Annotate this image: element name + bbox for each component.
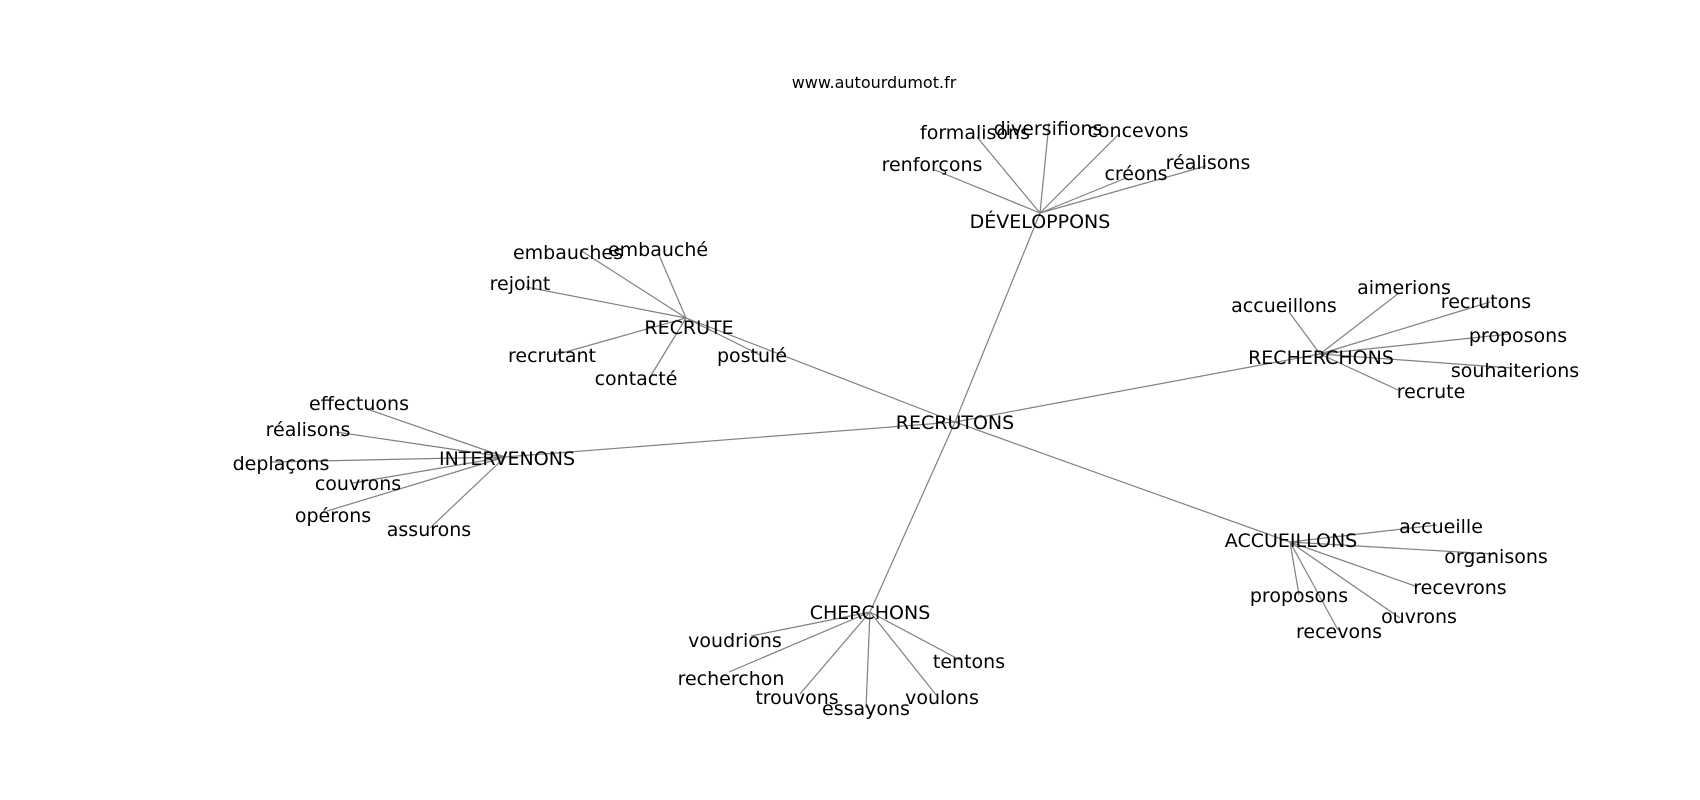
edge-recherchons-souhaiterions <box>1319 353 1513 369</box>
center-node-label: RECRUTONS <box>896 412 1014 434</box>
hub-node-label-recherchons: RECHERCHONS <box>1248 347 1394 369</box>
edge-cherchons-tentons <box>869 611 961 661</box>
edge-recherchons-aimerions <box>1319 292 1400 355</box>
edge-accueillons-recevrons <box>1289 541 1416 587</box>
leaf-node-label-recrute-contacte: contacté <box>595 368 678 390</box>
edge-accueillons-accueille <box>1289 524 1438 543</box>
leaf-node-label-recrute-recrutant: recrutant <box>508 345 596 367</box>
leaf-node-label-developpons-concevons: concevons <box>1087 120 1188 142</box>
edge-center-cherchons <box>869 421 956 613</box>
leaf-node-label-accueillons-ouvrons: ouvrons <box>1381 606 1457 628</box>
edge-recherchons-recrute <box>1319 353 1399 391</box>
edge-developpons-renforcons <box>934 169 1041 214</box>
hub-node-label-accueillons: ACCUEILLONS <box>1225 530 1357 552</box>
leaf-node-label-cherchons-recherchon: recherchon <box>678 668 785 690</box>
leaf-node-label-recherchons-aimerions: aimerions <box>1357 277 1451 299</box>
edge-center-accueillons <box>954 421 1291 543</box>
leaf-node-label-developpons-formalisons: formalisons <box>920 122 1030 144</box>
leaf-node-label-developpons-diversifions: diversifions <box>994 118 1103 140</box>
edge-intervenons-assurons <box>429 456 506 529</box>
edge-center-developpons <box>954 212 1041 423</box>
edge-developpons-formalisons <box>976 136 1041 214</box>
leaf-node-label-developpons-creons: créons <box>1104 163 1167 185</box>
leaf-node-label-recherchons-recrute: recrute <box>1397 381 1466 403</box>
leaf-node-label-intervenons-assurons: assurons <box>387 519 471 541</box>
edge-cherchons-voulons <box>869 611 938 697</box>
watermark: www.autourdumot.fr <box>792 73 957 92</box>
leaf-node-label-intervenons-couvrons: couvrons <box>315 473 401 495</box>
edge-recherchons-accueillons <box>1288 311 1321 355</box>
leaf-node-label-cherchons-voudrions: voudrions <box>688 630 782 652</box>
leaf-node-label-recrute-postule: postulé <box>717 345 787 367</box>
leaf-node-label-recherchons-souhaiterions: souhaiterions <box>1451 360 1579 382</box>
graph-edges <box>271 122 1513 709</box>
leaf-node-label-accueillons-recevons: recevons <box>1296 621 1382 643</box>
hub-node-label-developpons: DÉVELOPPONS <box>970 210 1111 233</box>
leaf-node-label-developpons-renforcons: renforçons <box>882 154 983 176</box>
graph-labels: RECRUTONS DÉVELOPPONS formalisonsdiversifi… <box>233 118 1580 720</box>
leaf-node-label-recrute-rejoint: rejoint <box>490 273 551 295</box>
edge-developpons-concevons <box>1039 132 1121 214</box>
edge-cherchons-voudrions <box>750 611 871 637</box>
edge-accueillons-recevons <box>1289 541 1339 631</box>
leaf-node-label-recherchons-proposons: proposons <box>1469 325 1567 347</box>
leaf-node-label-accueillons-proposons: proposons <box>1250 585 1348 607</box>
edge-recrute-embauche <box>658 254 687 319</box>
edge-developpons-diversifions <box>1039 122 1050 214</box>
edge-developpons-creons <box>1039 177 1127 214</box>
edge-recrute-postule <box>685 317 761 356</box>
edge-center-recrute <box>685 317 956 423</box>
edge-intervenons-couvrons <box>352 456 506 484</box>
edge-developpons-realisons <box>1039 165 1207 214</box>
edge-accueillons-proposons <box>1289 541 1300 596</box>
edge-cherchons-trouvons <box>799 611 871 695</box>
edge-intervenons-deplacons <box>271 456 506 463</box>
edge-intervenons-operons <box>326 456 506 512</box>
leaf-node-label-recherchons-recrutons: recrutons <box>1441 291 1531 313</box>
leaf-node-label-recrute-embauches: embauches <box>513 242 623 264</box>
edge-intervenons-effectuons <box>369 409 506 458</box>
edge-recrute-rejoint <box>525 286 687 319</box>
leaf-node-label-intervenons-effectuons: effectuons <box>309 393 409 415</box>
leaf-node-label-cherchons-trouvons: trouvons <box>755 687 838 709</box>
edge-recrute-contacte <box>649 317 687 378</box>
leaf-node-label-intervenons-realisons: réalisons <box>266 419 351 441</box>
hub-node-label-recrute: RECRUTE <box>644 317 733 339</box>
edge-recherchons-recrutons <box>1319 301 1491 355</box>
leaf-node-label-cherchons-voulons: voulons <box>905 687 979 709</box>
hub-node-label-intervenons: INTERVENONS <box>439 448 575 470</box>
leaf-node-label-recrute-embauche: embauché <box>608 239 708 261</box>
edge-recrute-embauches <box>579 249 687 319</box>
hub-node-label-cherchons: CHERCHONS <box>810 602 931 624</box>
leaf-node-label-intervenons-deplacons: deplaçons <box>233 453 330 475</box>
leaf-node-label-cherchons-tentons: tentons <box>933 651 1005 673</box>
edge-intervenons-realisons <box>335 431 506 458</box>
edge-accueillons-organisons <box>1289 541 1495 555</box>
edge-center-intervenons <box>504 421 956 458</box>
edge-recrute-recrutant <box>554 317 687 356</box>
leaf-node-label-accueillons-organisons: organisons <box>1444 546 1548 568</box>
edge-cherchons-essayons <box>865 611 871 709</box>
leaf-node-label-cherchons-essayons: essayons <box>822 698 910 720</box>
leaf-node-label-accueillons-accueille: accueille <box>1399 516 1483 538</box>
leaf-node-label-developpons-realisons: réalisons <box>1166 152 1251 174</box>
edge-accueillons-ouvrons <box>1289 541 1401 619</box>
leaf-node-label-intervenons-operons: opérons <box>295 505 371 527</box>
leaf-node-label-recherchons-accueillons: accueillons <box>1231 295 1337 317</box>
edge-cherchons-recherchon <box>728 611 871 673</box>
edge-center-recherchons <box>954 353 1321 423</box>
edge-recherchons-proposons <box>1319 333 1511 355</box>
leaf-node-label-accueillons-recevrons: recevrons <box>1413 577 1506 599</box>
